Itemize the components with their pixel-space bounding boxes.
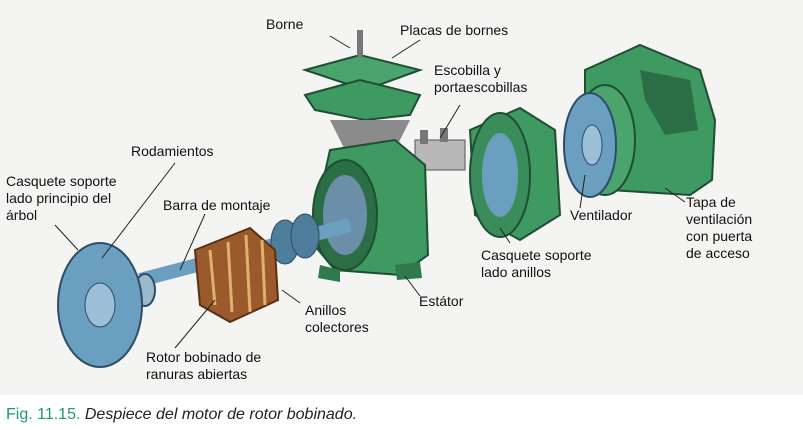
label-casquete-arbol: Casquete soporte lado principio del árbo… [6, 173, 117, 223]
figure-number: Fig. 11.15. [6, 406, 81, 423]
label-ventilador: Ventilador [570, 207, 633, 223]
label-placas-bornes: Placas de bornes [400, 22, 509, 38]
label-casquete-anillos: Casquete soporte lado anillos [481, 247, 592, 280]
label-anillos: Anillos colectores [305, 302, 369, 335]
label-rotor: Rotor bobinado de ranuras abiertas [146, 349, 262, 382]
figure-caption: Fig. 11.15. Despiece del motor de rotor … [6, 406, 357, 424]
leader-lines [54, 35, 686, 349]
label-borne: Borne [266, 16, 304, 32]
motor-exploded-view-figure: Borne Placas de bornes Escobilla y porta… [0, 0, 803, 395]
caption-text: Despiece del motor de rotor bobinado. [80, 406, 358, 423]
end-shield-shaft-side [57, 242, 143, 368]
end-shield-ring-side [468, 106, 562, 242]
wound-rotor [193, 226, 280, 324]
label-rodamientos: Rodamientos [131, 143, 214, 159]
terminal-box [301, 30, 424, 150]
motor-illustration [54, 30, 717, 368]
stator [308, 138, 430, 282]
label-barra-montaje: Barra de montaje [163, 197, 271, 213]
label-estator: Estátor [419, 293, 464, 309]
fan [563, 92, 617, 198]
label-tapa: Tapa de ventilación con puerta de acceso [686, 194, 753, 261]
label-escobilla: Escobilla y portaescobillas [434, 62, 528, 95]
